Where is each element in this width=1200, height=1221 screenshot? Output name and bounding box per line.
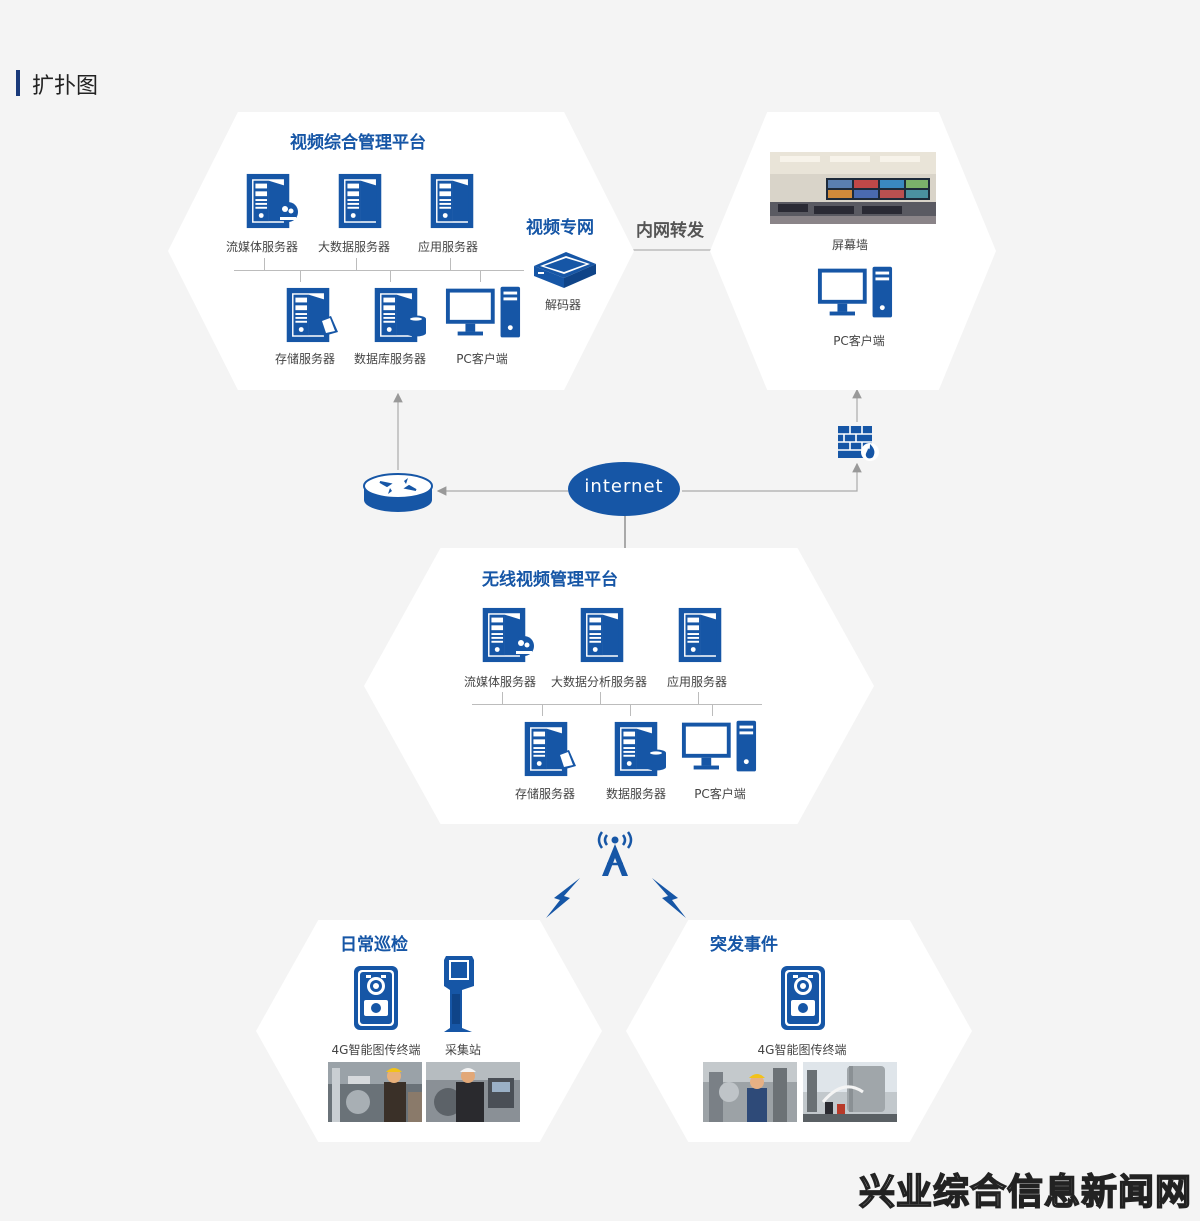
intranet-forward-label: 内网转发 bbox=[636, 221, 704, 241]
document-badge-icon bbox=[554, 748, 578, 772]
firewall-icon bbox=[838, 426, 879, 461]
wireless-server-label: 存储服务器 bbox=[514, 787, 576, 801]
internet-node bbox=[568, 462, 680, 516]
screen-wall-label: 屏幕墙 bbox=[831, 238, 869, 252]
wireless-platform-title: 无线视频管理平台 bbox=[482, 570, 618, 590]
top-server-label: 应用服务器 bbox=[417, 240, 479, 254]
page-title: 扩扑图 bbox=[32, 74, 99, 99]
collection-station-label: 采集站 bbox=[444, 1043, 482, 1057]
bodycam-icon bbox=[352, 964, 400, 1032]
internet-to-firewall-link bbox=[682, 462, 862, 492]
emergency-title: 突发事件 bbox=[710, 935, 778, 955]
patrol-device-label: 4G智能图传终端 bbox=[331, 1043, 421, 1057]
pc-client-icon bbox=[680, 720, 758, 776]
signal-bolt-left-icon bbox=[546, 878, 580, 918]
signal-bolt-right-icon bbox=[652, 878, 686, 918]
database-badge-icon bbox=[644, 748, 668, 772]
film-badge-icon bbox=[276, 200, 300, 224]
wireless-bus-line bbox=[472, 704, 762, 705]
patrol-photo-1 bbox=[328, 1062, 422, 1122]
document-badge-icon bbox=[316, 314, 340, 338]
top-bus-line bbox=[234, 270, 524, 271]
wireless-server-label: PC客户端 bbox=[694, 787, 746, 801]
film-badge-icon bbox=[512, 634, 536, 658]
internet-label: internet bbox=[584, 476, 664, 497]
emergency-photo-2 bbox=[803, 1062, 897, 1122]
server-icon bbox=[332, 172, 388, 230]
database-badge-icon bbox=[404, 314, 428, 338]
emergency-photo-1 bbox=[703, 1062, 797, 1122]
wireless-server-label: 数据服务器 bbox=[605, 787, 667, 801]
top-server-label: 大数据服务器 bbox=[317, 240, 391, 254]
collection-station-icon bbox=[444, 956, 474, 1032]
watermark-text: 兴业综合信息新闻网 bbox=[858, 1171, 1192, 1214]
top-server-label: 数据库服务器 bbox=[353, 352, 427, 366]
decoder-label: 解码器 bbox=[544, 298, 582, 312]
display-pc-label: PC客户端 bbox=[833, 334, 885, 348]
screen-wall-photo bbox=[770, 152, 936, 224]
top-server-label: 流媒体服务器 bbox=[225, 240, 299, 254]
emergency-panel bbox=[626, 920, 972, 1142]
router-icon bbox=[363, 473, 433, 512]
server-icon bbox=[574, 606, 630, 664]
patrol-photo-2 bbox=[426, 1062, 520, 1122]
antenna-icon bbox=[597, 831, 633, 876]
header-accent-bar bbox=[16, 70, 20, 96]
server-icon bbox=[672, 606, 728, 664]
pc-client-icon bbox=[444, 286, 522, 342]
daily-patrol-title: 日常巡检 bbox=[340, 935, 408, 955]
top-platform-panel bbox=[168, 112, 634, 390]
top-server-label: PC客户端 bbox=[456, 352, 508, 366]
dedicated-network-title: 视频专网 bbox=[526, 218, 594, 238]
top-platform-title: 视频综合管理平台 bbox=[290, 133, 426, 153]
decoder-icon bbox=[534, 252, 596, 288]
pc-client-icon bbox=[816, 266, 894, 322]
bodycam-icon bbox=[779, 964, 827, 1032]
emergency-device-label: 4G智能图传终端 bbox=[757, 1043, 847, 1057]
wireless-server-label: 大数据分析服务器 bbox=[550, 675, 648, 689]
wireless-server-label: 流媒体服务器 bbox=[463, 675, 537, 689]
server-icon bbox=[424, 172, 480, 230]
wireless-server-label: 应用服务器 bbox=[666, 675, 728, 689]
wireless-platform-panel bbox=[364, 548, 874, 824]
top-server-label: 存储服务器 bbox=[274, 352, 336, 366]
